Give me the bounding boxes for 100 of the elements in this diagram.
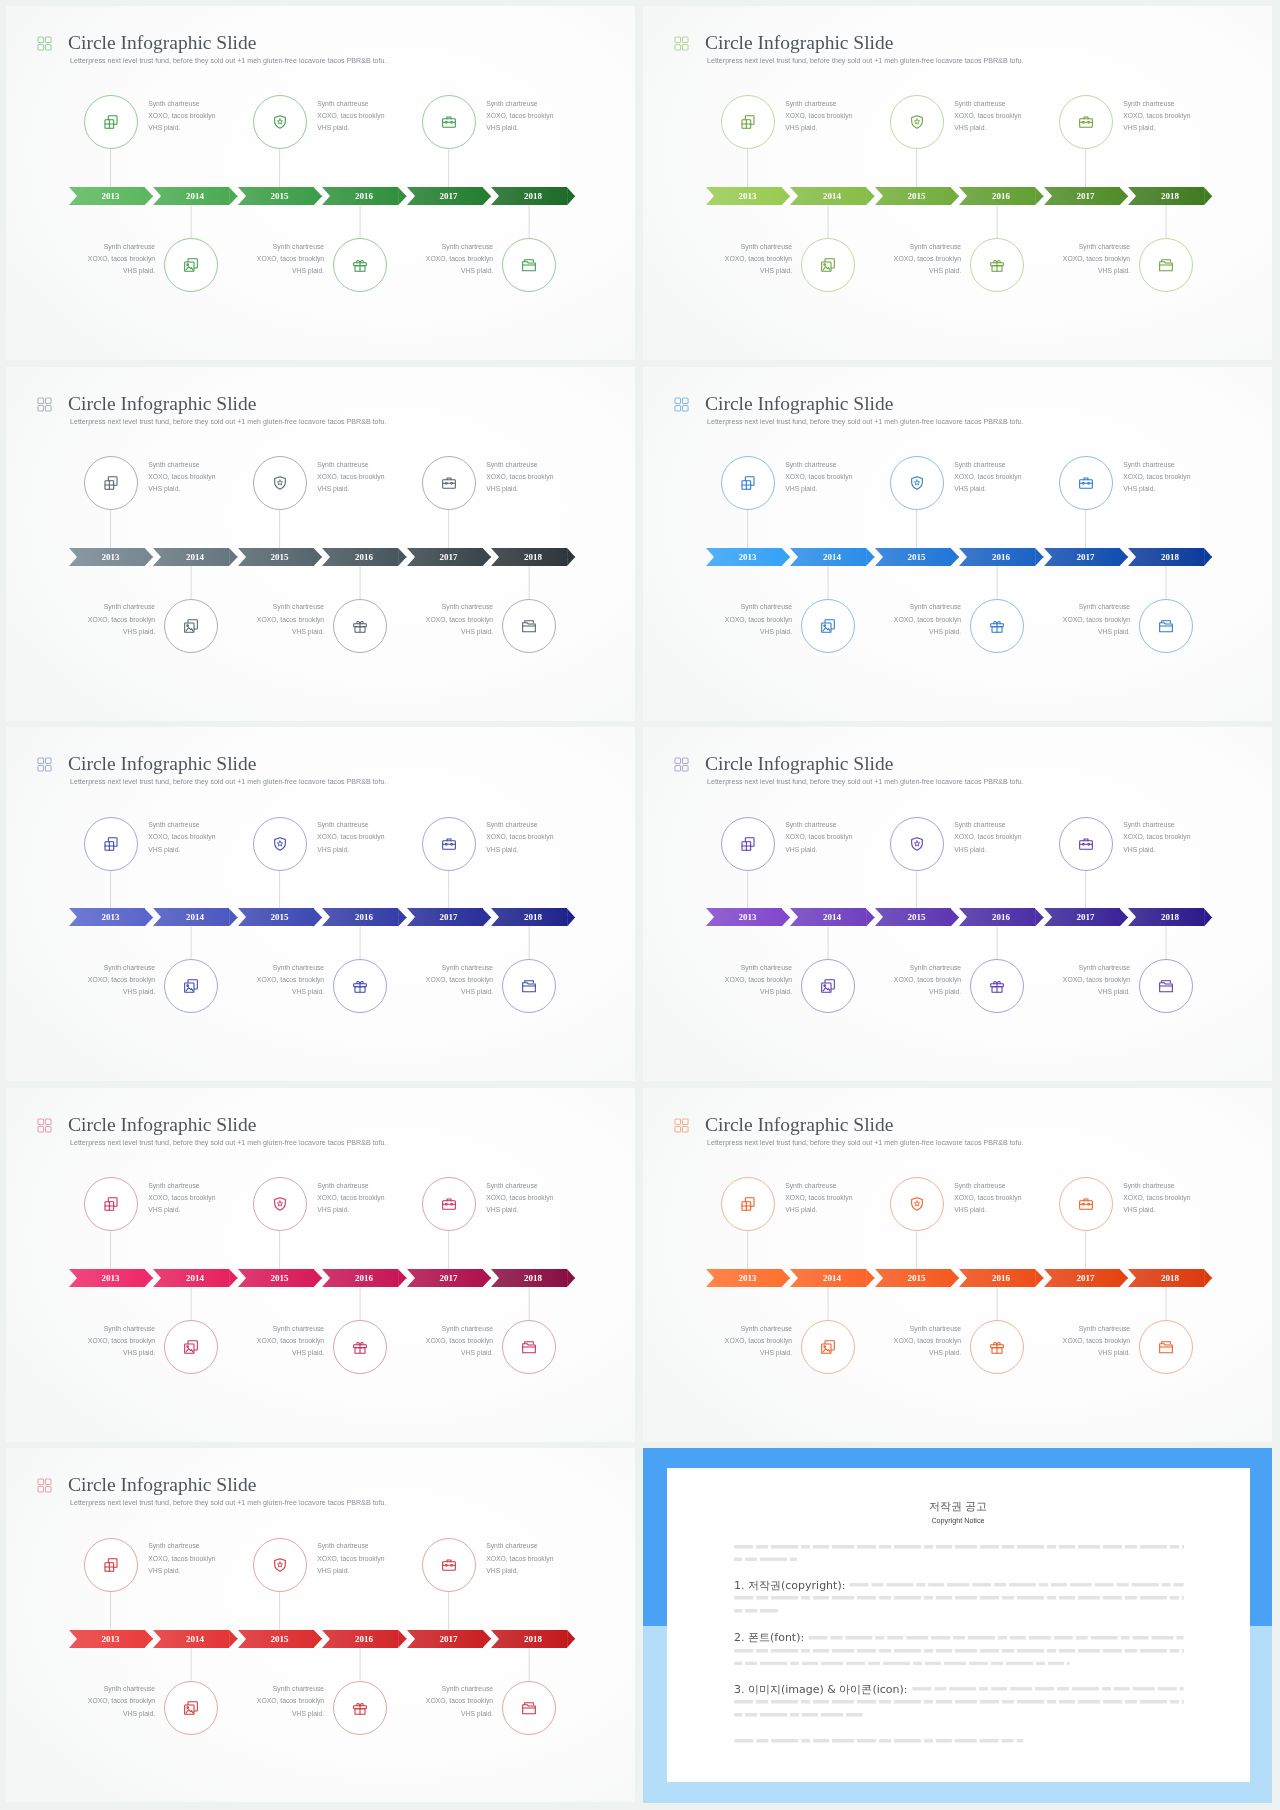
- chevron-tip: [865, 908, 876, 927]
- chevron-tip: [144, 1629, 154, 1648]
- connector-line: [279, 509, 281, 549]
- chevron-tip: [228, 547, 239, 566]
- chevron-tip: [482, 1269, 492, 1288]
- paragraph-heading: 3. 이미지(image) & 아이콘(icon):: [734, 1682, 908, 1696]
- connector-line: [279, 148, 281, 188]
- year-band: 2016: [959, 187, 1036, 206]
- chevron-tip: [397, 547, 408, 566]
- chevron-tip: [228, 1629, 239, 1648]
- year-band: 2017: [406, 1269, 483, 1288]
- chevron-tip: [1034, 908, 1045, 927]
- icon-circle: [720, 456, 775, 510]
- chevron-tip: [397, 1269, 408, 1288]
- year-band: 2014: [790, 908, 867, 927]
- year-band: 2018: [491, 547, 568, 566]
- connector-line: [1085, 509, 1087, 549]
- slide-title: Circle Infographic Slide: [705, 752, 894, 777]
- year-band: 2015: [874, 908, 951, 927]
- connector-line: [1085, 148, 1087, 188]
- connector-line: [916, 870, 918, 909]
- year-band: 2016: [959, 547, 1036, 566]
- year-band: 2013: [68, 547, 145, 566]
- chevron-tip: [566, 187, 576, 206]
- year-band: 2013: [705, 1269, 782, 1288]
- year-band: 2015: [237, 1269, 314, 1288]
- connector-line: [448, 509, 450, 549]
- chevron-tip: [1203, 547, 1213, 566]
- slide-title: Circle Infographic Slide: [68, 391, 257, 416]
- chevron-tip: [1034, 1269, 1045, 1288]
- year-band: 2016: [322, 547, 399, 566]
- year-band: 2017: [406, 547, 483, 566]
- slide-title: Circle Infographic Slide: [68, 1112, 257, 1137]
- chevron-tip: [865, 1269, 876, 1288]
- slide-card: [6, 727, 635, 1082]
- year-band: 2015: [874, 547, 951, 566]
- connector-line: [1085, 1230, 1087, 1270]
- chevron-tip: [397, 1629, 408, 1648]
- year-band: 2017: [1043, 1269, 1120, 1288]
- chevron-tip: [313, 547, 323, 566]
- year-band: 2014: [153, 547, 230, 566]
- year-band: 2016: [322, 187, 399, 206]
- chevron-tip: [1034, 547, 1045, 566]
- chevron-tip: [566, 1269, 576, 1288]
- chevron-tip: [482, 187, 492, 206]
- year-band: 2015: [237, 187, 314, 206]
- slide-card: [643, 6, 1272, 360]
- year-band: 2015: [237, 1629, 314, 1648]
- year-band: 2014: [790, 1269, 867, 1288]
- year-band: 2014: [790, 187, 867, 206]
- year-band: 2015: [237, 547, 314, 566]
- chevron-tip: [1203, 908, 1213, 927]
- chevron-tip: [781, 908, 791, 927]
- year-band: 2018: [491, 1629, 568, 1648]
- notice-card: [666, 1468, 1250, 1783]
- year-band: 2016: [322, 1629, 399, 1648]
- year-band: 2017: [406, 908, 483, 927]
- chevron-tip: [1119, 547, 1129, 566]
- chevron-tip: [144, 187, 154, 206]
- year-band: 2013: [68, 187, 145, 206]
- chevron-tip: [1119, 1269, 1129, 1288]
- year-band: 2014: [153, 1269, 230, 1288]
- chevron-tip: [781, 1269, 791, 1288]
- year-band: 2017: [406, 187, 483, 206]
- connector-line: [448, 1230, 450, 1270]
- chevron-tip: [482, 1629, 492, 1648]
- chevron-tip: [397, 908, 408, 927]
- year-band: 2018: [1128, 1269, 1205, 1288]
- chevron-tip: [865, 547, 876, 566]
- connector-line: [279, 870, 281, 909]
- year-band: 2013: [68, 908, 145, 927]
- chevron-tip: [1119, 908, 1129, 927]
- year-band: 2014: [153, 1629, 230, 1648]
- year-band: 2013: [68, 1269, 145, 1288]
- chevron-tip: [144, 1269, 154, 1288]
- year-band: 2016: [322, 1269, 399, 1288]
- year-band: 2014: [153, 908, 230, 927]
- paragraph-heading: 2. 폰트(font):: [734, 1631, 805, 1645]
- year-band: 2015: [874, 187, 951, 206]
- year-band: 2016: [959, 1269, 1036, 1288]
- chevron-tip: [313, 1269, 323, 1288]
- chevron-tip: [1119, 187, 1129, 206]
- chevron-tip: [313, 1629, 323, 1648]
- chevron-tip: [566, 1629, 576, 1648]
- chevron-tip: [397, 187, 408, 206]
- year-band: 2013: [705, 547, 782, 566]
- icon-circle: [421, 456, 476, 510]
- slide-title: Circle Infographic Slide: [705, 1112, 894, 1137]
- chevron-tip: [482, 908, 492, 927]
- slide-title: Circle Infographic Slide: [68, 31, 257, 55]
- slide-card: [6, 6, 635, 360]
- icon-circle: [889, 456, 944, 510]
- slide-card: [643, 727, 1272, 1082]
- icon-circle: [1058, 456, 1113, 510]
- connector-line: [279, 1230, 281, 1270]
- year-band: 2018: [491, 908, 568, 927]
- paragraph-heading: 1. 저작권(copyright):: [734, 1578, 846, 1592]
- year-band: 2013: [705, 908, 782, 927]
- chevron-tip: [950, 908, 960, 927]
- chevron-tip: [313, 187, 323, 206]
